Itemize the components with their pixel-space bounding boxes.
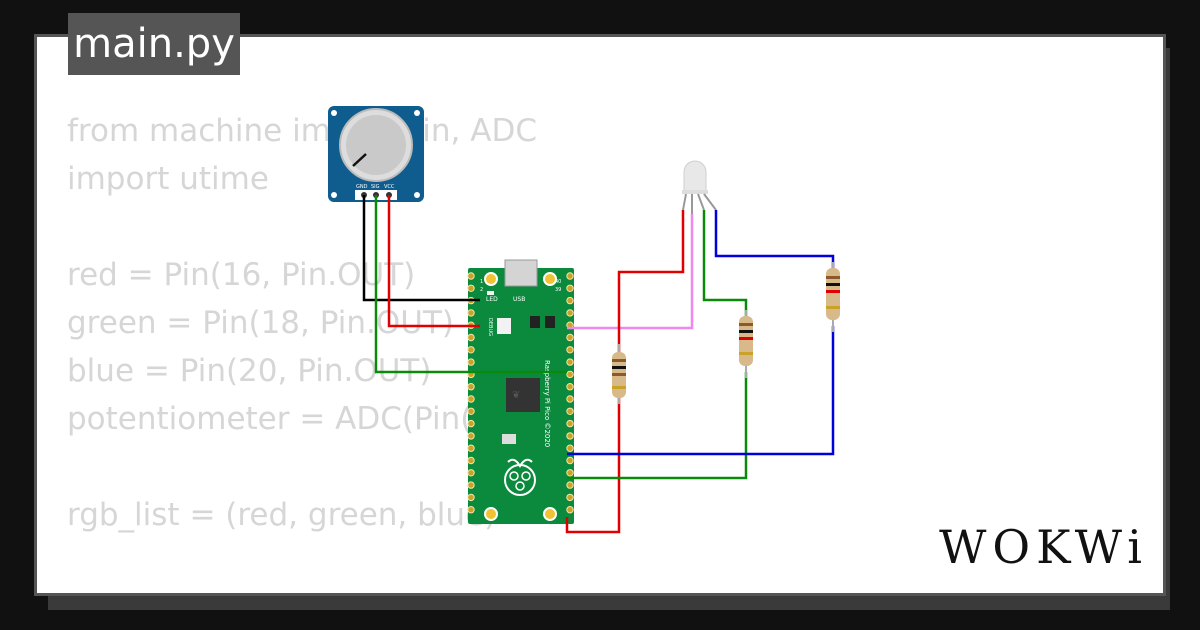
pico-pin[interactable] xyxy=(566,346,574,354)
mount-hole xyxy=(331,110,337,116)
pico-pin[interactable] xyxy=(566,419,574,428)
pico-pin[interactable] xyxy=(467,284,475,292)
raspberry-logo-icon: ❦ xyxy=(512,390,520,401)
pico-pin[interactable] xyxy=(467,309,475,317)
bootsel-button[interactable] xyxy=(497,318,511,334)
pico-pin[interactable] xyxy=(467,333,475,342)
pico-board[interactable]: USB LED DEBUG ❦ Raspberry Pi Pico ©2020 … xyxy=(467,259,574,524)
usb-connector xyxy=(504,259,538,287)
wire-red-vcc xyxy=(387,195,480,328)
mounting-hole xyxy=(484,507,498,521)
wire-pink xyxy=(567,214,694,330)
pico-pin[interactable] xyxy=(467,395,475,403)
code-line: green = Pin(18, Pin.OUT) xyxy=(67,305,454,341)
pico-pin[interactable] xyxy=(467,493,475,502)
pico-pin[interactable] xyxy=(566,395,574,403)
pico-pin[interactable] xyxy=(566,296,574,305)
wire-blue-gp20 xyxy=(567,326,835,456)
pico-pin[interactable] xyxy=(566,333,574,342)
pico-pin[interactable] xyxy=(566,383,574,391)
pico-pin[interactable] xyxy=(566,358,574,366)
wire-green-gp18 xyxy=(567,372,748,480)
code-line: red = Pin(16, Pin.OUT) xyxy=(67,257,416,293)
pin-number: 39 xyxy=(555,287,561,293)
pico-pin[interactable] xyxy=(566,469,574,477)
wokwi-logo: WOKWi xyxy=(939,520,1148,574)
pico-pin[interactable] xyxy=(467,407,475,415)
led-label: LED xyxy=(486,296,498,303)
wire-green-led xyxy=(702,210,748,316)
code-line: import utime xyxy=(67,161,269,197)
resistor-red-channel[interactable] xyxy=(612,344,626,404)
pico-pin[interactable] xyxy=(467,272,475,280)
wires xyxy=(362,195,835,534)
chip-small xyxy=(545,316,555,328)
pico-pin[interactable] xyxy=(566,407,574,415)
mounting-hole xyxy=(484,272,498,286)
file-tab[interactable]: main.py xyxy=(68,13,240,75)
pico-pin[interactable] xyxy=(467,444,475,452)
pico-pin[interactable] xyxy=(467,481,475,489)
pico-pin[interactable] xyxy=(566,493,574,502)
led-rim xyxy=(682,190,708,194)
pico-pin[interactable] xyxy=(467,419,475,428)
pico-pin[interactable] xyxy=(467,358,475,366)
pot-pin-label-gnd: GND xyxy=(356,184,368,190)
rgb-led[interactable] xyxy=(682,160,717,214)
pin-number: 40 xyxy=(555,279,561,285)
pico-pin[interactable] xyxy=(566,370,574,379)
board-text: Raspberry Pi Pico ©2020 xyxy=(543,360,551,447)
wire-red-gp16 xyxy=(565,398,621,534)
pot-pin-label-vcc: VCC xyxy=(384,184,395,190)
mounting-hole xyxy=(543,272,557,286)
led-leg xyxy=(697,193,705,211)
chip-small xyxy=(530,316,540,328)
resistor-blue-channel[interactable] xyxy=(826,262,840,332)
wire-blue-led xyxy=(714,210,835,268)
pin-number: 1 xyxy=(480,279,483,285)
pico-pin[interactable] xyxy=(467,432,475,440)
pico-pin[interactable] xyxy=(566,456,574,465)
pico-pin[interactable] xyxy=(467,469,475,477)
wire-red-led xyxy=(617,210,685,352)
wire-green-sig xyxy=(374,195,567,374)
potentiometer[interactable]: GND SIG VCC xyxy=(328,106,424,202)
pico-pin[interactable] xyxy=(566,432,574,440)
mount-hole xyxy=(414,110,420,116)
pico-pin[interactable] xyxy=(566,506,574,514)
raspberry-pi-logo-icon xyxy=(504,458,536,496)
led-leg xyxy=(703,193,717,211)
resistor-green-channel[interactable] xyxy=(739,310,753,378)
flash-chip xyxy=(502,434,516,444)
knob-indicator xyxy=(352,153,367,167)
pico-pin[interactable] xyxy=(467,346,475,354)
mounting-hole xyxy=(543,507,557,521)
usb-label: USB xyxy=(513,296,525,303)
pin-number: 2 xyxy=(480,287,483,293)
mount-hole xyxy=(331,192,337,198)
pot-pin-label-sig: SIG xyxy=(371,184,380,190)
pico-pin[interactable] xyxy=(566,272,574,280)
mount-hole xyxy=(414,192,420,198)
knob-face xyxy=(346,115,406,175)
pico-pin[interactable] xyxy=(566,309,574,317)
pico-pin[interactable] xyxy=(566,284,574,292)
rp2040-chip xyxy=(506,378,540,412)
led-leg xyxy=(682,193,687,211)
wire-black xyxy=(362,195,480,302)
pico-pin[interactable] xyxy=(566,481,574,489)
pico-pin[interactable] xyxy=(467,456,475,465)
pico-pin[interactable] xyxy=(467,506,475,514)
debug-label: DEBUG xyxy=(487,318,493,336)
onboard-led xyxy=(487,291,494,295)
pico-pin[interactable] xyxy=(467,383,475,391)
pico-pin[interactable] xyxy=(566,444,574,452)
